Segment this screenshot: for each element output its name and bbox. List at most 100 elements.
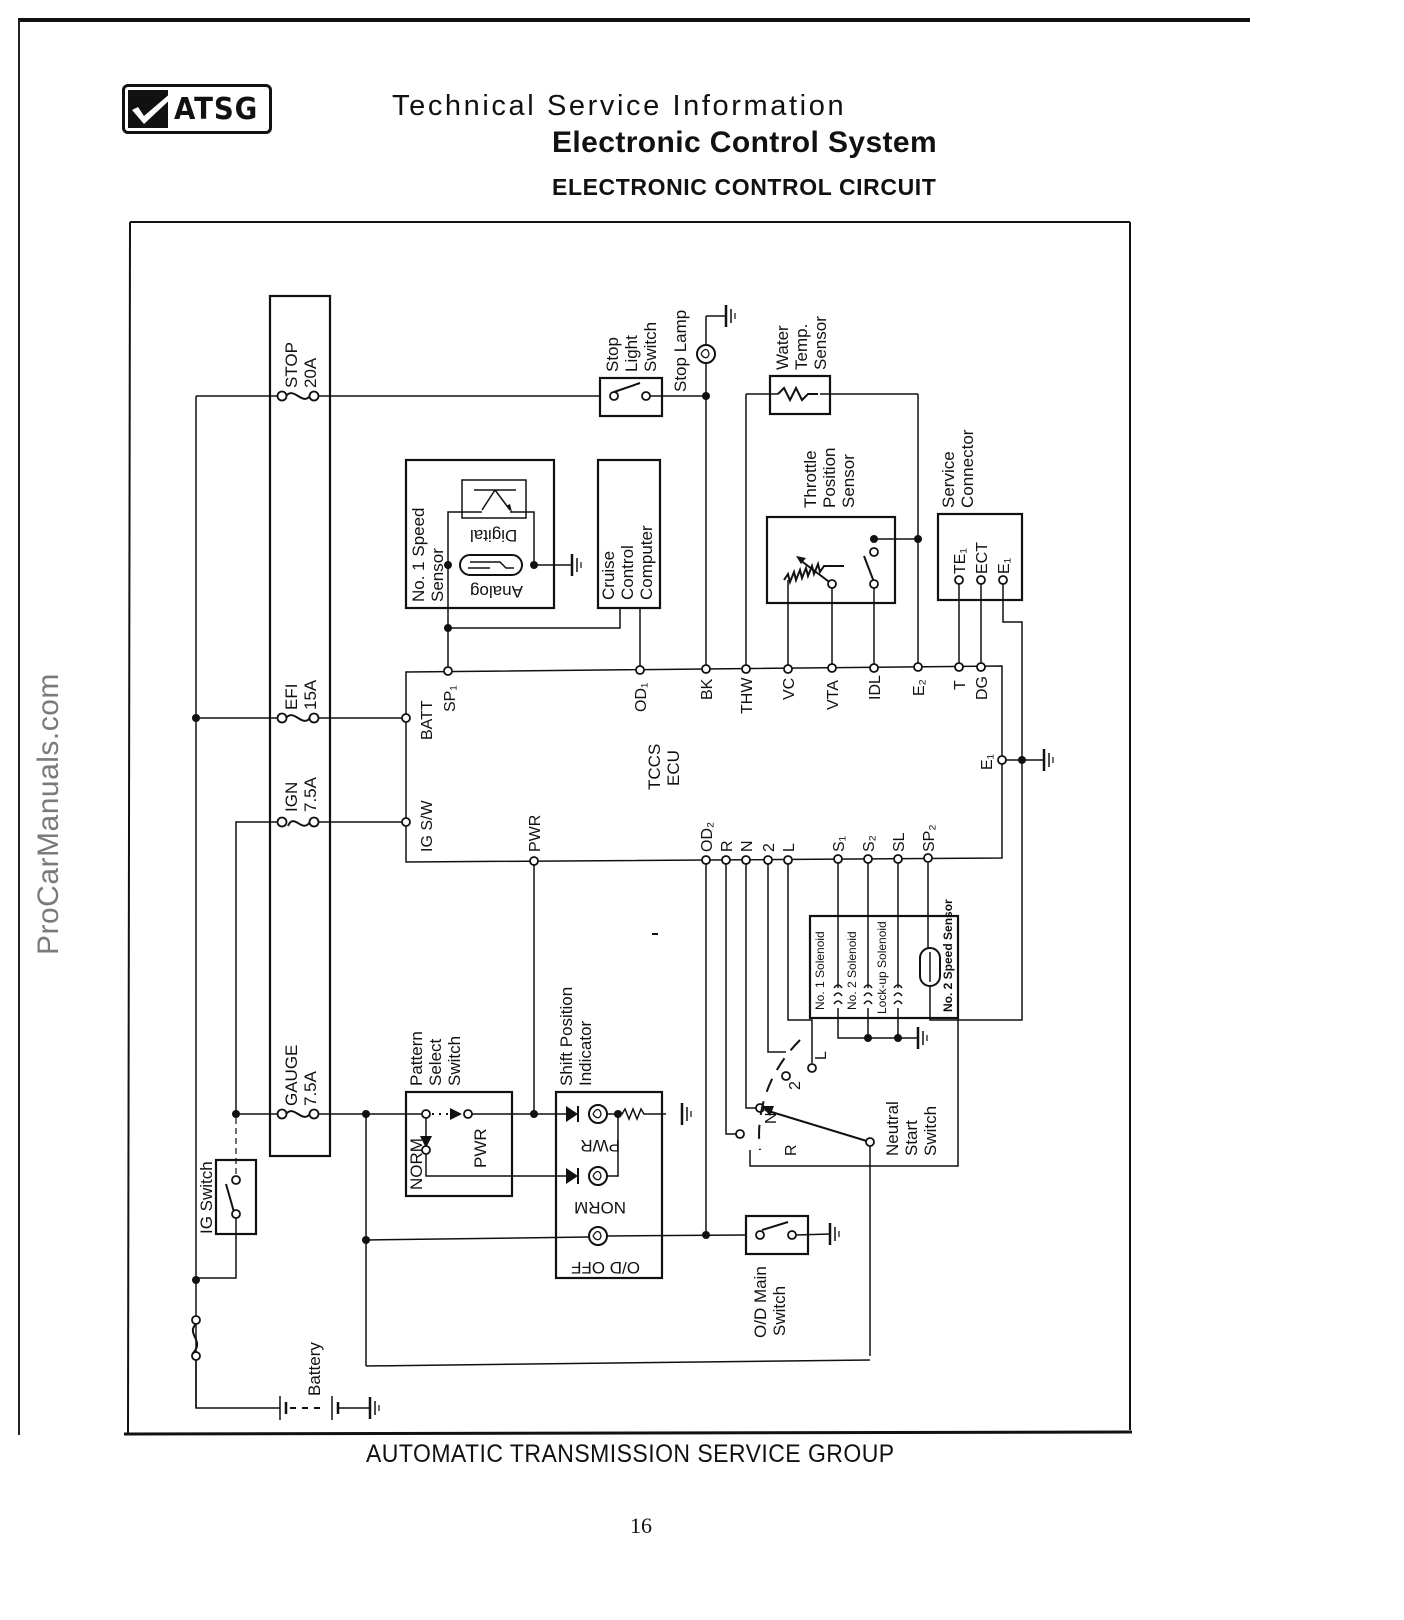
pin-od1: OD₁	[633, 683, 650, 712]
battery: Battery	[195, 1342, 381, 1421]
ig-switch: IG Switch	[196, 1118, 258, 1279]
pin-ig-sw: IG S/W	[419, 800, 436, 852]
ecu-left-pins: EFI 15A BATT IGN 7.5A IG S/W	[196, 679, 436, 1114]
pin-vc: VC	[781, 678, 798, 700]
pin-bk: BK	[699, 678, 716, 700]
footer-org: AUTOMATIC TRANSMISSION SERVICE GROUP	[366, 1440, 895, 1468]
gauge-fuse: GAUGE 7.5A	[232, 1045, 871, 1367]
stop-fuse-rating: 20A	[301, 357, 320, 388]
od-main-label-2: Switch	[770, 1286, 789, 1336]
pin-e1: E₁	[979, 754, 996, 770]
pattern-label-2: Select	[426, 1038, 445, 1086]
pin-batt: BATT	[419, 700, 436, 740]
page-left-rule	[18, 20, 20, 1435]
gauge-fuse-rating: 7.5A	[301, 1070, 320, 1106]
pattern-pwr-label: PWR	[471, 1128, 490, 1168]
efi-fuse-rating: 15A	[301, 679, 320, 710]
stop-fuse: STOP 20A	[276, 342, 320, 402]
nss-label-2: Start	[902, 1120, 921, 1156]
water-temp-label-1: Water	[773, 325, 792, 370]
pwr-indicator-lamp-icon	[588, 1104, 608, 1124]
section-title: ELECTRONIC CONTROL CIRCUIT	[552, 174, 937, 200]
ecu-right-pin: E₁	[979, 747, 1055, 773]
pin-t: T	[952, 680, 969, 690]
stop-lamp-label: Stop Lamp	[671, 310, 690, 392]
nss-pos-2: 2	[787, 1081, 804, 1090]
header-line1: Technical Service Information	[392, 90, 847, 122]
no1-speed-sensor: No. 1 Speed Sensor Digital Analog	[404, 458, 583, 670]
page-number: 16	[630, 1513, 652, 1538]
pin-pwr: PWR	[527, 815, 544, 852]
ecu-bottom-pins: PWR OD₂ R N 2 L S₁ S₂ SL SP₂	[527, 815, 938, 866]
tps-label-3: Sensor	[839, 454, 858, 508]
speed-sensor-1-label-2: Sensor	[428, 548, 447, 602]
nss-label-3: Switch	[921, 1106, 940, 1156]
od-main-label-1: O/D Main	[751, 1266, 770, 1338]
nss-pos-r: R	[783, 1144, 800, 1156]
service-pin-te1: TE₁	[952, 548, 969, 574]
ecu-top-pins: SP₁ OD₁ BK THW VC VTA IDL E₂ T DG	[442, 662, 991, 714]
shift-position-indicator: PWR NORM O/D OFF Shift Position Indicato…	[365, 987, 747, 1280]
norm-indicator-lamp-icon	[588, 1166, 608, 1186]
transmission-solenoids: No. 1 Solenoid No. 2 Solenoid Lock-up So…	[808, 863, 960, 1051]
pin-sl: SL	[891, 832, 908, 852]
service-pin-ect: ECT	[974, 542, 991, 574]
stop-light-switch-label-3: Switch	[641, 322, 660, 372]
cruise-control-computer: Cruise Control Computer	[448, 458, 662, 670]
pin-s2: S₂	[861, 835, 878, 852]
spi-norm-label: NORM	[574, 1198, 626, 1217]
gauge-fuse-name: GAUGE	[282, 1045, 301, 1106]
logo-text: ATSG	[174, 91, 259, 127]
od-main-switch: O/D Main Switch	[702, 864, 841, 1338]
stop-light-switch-label-1: Stop	[603, 337, 622, 372]
speed-sensor-analog-label: Analog	[470, 582, 523, 601]
fuse-block	[268, 294, 332, 1158]
pattern-label-1: Pattern	[407, 1031, 426, 1086]
pin-vta: VTA	[825, 680, 842, 710]
ig-switch-label: IG Switch	[197, 1161, 216, 1234]
speed-sensor-1-label-1: No. 1 Speed	[409, 507, 428, 602]
page-top-rule	[18, 18, 1250, 22]
throttle-position-sensor: Throttle Position Sensor	[765, 448, 918, 670]
nss-pos-l: L	[813, 1051, 830, 1060]
cruise-label-1: Cruise	[599, 551, 618, 600]
od-off-indicator-lamp-icon	[588, 1226, 608, 1246]
pattern-select-switch: NORM PWR Pattern Select Switch	[404, 1031, 568, 1198]
diagram-frame	[123, 221, 1133, 1436]
pattern-norm-label: NORM	[407, 1138, 426, 1190]
tps-label-2: Position	[820, 448, 839, 508]
pin-l: L	[781, 843, 798, 852]
pin-sp1: SP₁	[442, 685, 459, 712]
spi-label-1: Shift Position	[557, 987, 576, 1086]
pin-dg: DG	[974, 676, 991, 700]
ign-fuse-rating: 7.5A	[301, 776, 320, 812]
ecu-label-1: TCCS	[645, 744, 664, 790]
pin-od2: OD₂	[699, 822, 716, 852]
spi-label-2: Indicator	[576, 1020, 595, 1086]
nss-pos-n: N	[763, 1112, 780, 1124]
water-temp-label-3: Sensor	[811, 316, 830, 370]
tccs-ecu: TCCS ECU	[405, 665, 1003, 863]
checkmark-icon	[128, 90, 176, 128]
battery-bus-wire	[192, 395, 282, 1408]
ecu-label-2: ECU	[664, 750, 683, 786]
pin-2: 2	[761, 843, 778, 852]
cruise-label-3: Computer	[637, 525, 656, 600]
nss-label-1: Neutral	[883, 1101, 902, 1156]
pin-r: R	[719, 840, 736, 852]
speed-sensor-digital-label: Digital	[470, 526, 517, 545]
atsg-logo: ATSG	[122, 84, 272, 134]
service-connector: TE₁ ECT E₁ Service Connector	[936, 429, 1024, 1021]
no2-solenoid-label: No. 2 Solenoid	[845, 931, 859, 1010]
service-connector-label-1: Service	[939, 451, 958, 508]
battery-label: Battery	[305, 1342, 324, 1396]
no2-speed-sensor-label: No. 2 Speed Sensor	[941, 899, 955, 1012]
water-temp-sensor: Water Temp. Sensor	[745, 316, 922, 670]
efi-fuse-name: EFI	[282, 684, 301, 710]
stop-lamp: Stop Lamp	[671, 303, 737, 670]
ign-fuse-name: IGN	[282, 782, 301, 812]
service-pin-e1: E₁	[996, 558, 1013, 574]
page-title: Electronic Control System	[552, 126, 938, 159]
spi-od-off-label: O/D OFF	[571, 1258, 640, 1277]
